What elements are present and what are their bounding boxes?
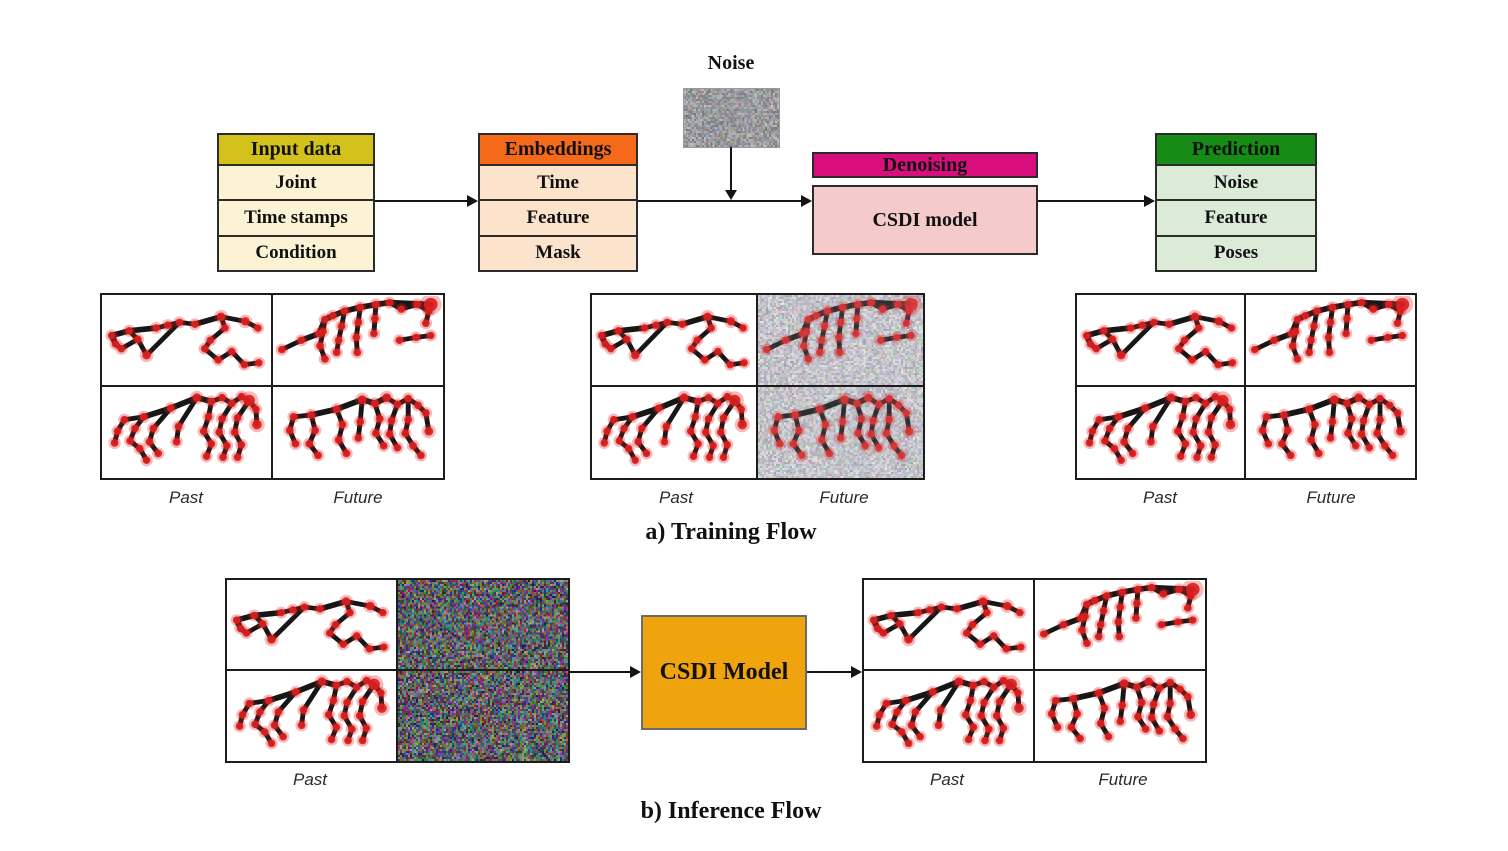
prediction-header: Prediction [1155, 133, 1317, 166]
input-data-header: Input data [217, 133, 375, 166]
skeleton-pose-image [1247, 388, 1414, 478]
pose-cell [273, 387, 444, 479]
inference-output-grid [862, 578, 1207, 763]
future-label: Future [278, 488, 438, 508]
arrow-input-to-embeddings [375, 200, 467, 202]
pose-cell [227, 671, 398, 762]
skeleton-pose-image [228, 581, 395, 668]
embeddings-row-mask: Mask [478, 237, 638, 272]
pose-cell [1035, 671, 1206, 762]
skeleton-pose-image [593, 388, 755, 478]
arrowhead-right-icon [630, 666, 641, 678]
pose-cell [227, 580, 398, 671]
input-row-joint: Joint [217, 166, 375, 201]
pose-cell [273, 295, 444, 387]
arrowhead-right-icon [801, 195, 812, 207]
skeleton-pose-image [865, 672, 1032, 761]
training-grid-left [100, 293, 445, 480]
arrow-model-to-output [807, 671, 851, 673]
pose-cell [1246, 387, 1415, 479]
pose-cell [864, 580, 1035, 671]
prediction-row-noise: Noise [1155, 166, 1317, 201]
prediction-row-feature: Feature [1155, 201, 1317, 236]
past-label: Past [230, 770, 390, 790]
skeleton-pose-image [103, 296, 270, 384]
pose-cell [102, 387, 273, 479]
skeleton-pose-image [274, 296, 443, 384]
skeleton-pose-image [759, 296, 923, 384]
past-label: Past [596, 488, 756, 508]
noise-image [684, 89, 779, 147]
pose-cell [592, 295, 758, 387]
skeleton-pose-image [759, 388, 923, 478]
noise-image [398, 580, 569, 669]
embeddings-box: Embeddings Time Feature Mask [478, 133, 638, 272]
skeleton-pose-image [1036, 672, 1205, 761]
skeleton-pose-image [1036, 581, 1205, 668]
pose-cell-noisy [758, 387, 924, 479]
arrow-denoising-to-prediction [1038, 200, 1144, 202]
input-data-box: Input data Joint Time stamps Condition [217, 133, 375, 272]
prediction-row-poses: Poses [1155, 237, 1317, 272]
denoising-header: Denoising [812, 152, 1038, 178]
past-label: Past [867, 770, 1027, 790]
pose-cell [864, 671, 1035, 762]
pose-cell-noisy [758, 295, 924, 387]
noise-cell [398, 671, 569, 762]
noise-image [398, 671, 569, 762]
pose-cell [592, 387, 758, 479]
skeleton-pose-image [865, 581, 1032, 668]
arrow-input-to-model [570, 671, 630, 673]
pose-cell [1077, 295, 1246, 387]
pose-cell [1035, 580, 1206, 671]
skeleton-pose-image [228, 672, 395, 761]
training-grid-right [1075, 293, 1417, 480]
skeleton-pose-image [593, 296, 755, 384]
future-label: Future [764, 488, 924, 508]
arrow-embeddings-to-denoising [638, 200, 801, 202]
skeleton-pose-image [274, 388, 443, 478]
noise-cell [398, 580, 569, 671]
skeleton-pose-image [1247, 296, 1414, 384]
input-row-timestamps: Time stamps [217, 201, 375, 236]
future-label: Future [1043, 770, 1203, 790]
noise-down-arrow [730, 147, 732, 190]
past-label: Past [1080, 488, 1240, 508]
inference-flow-caption: b) Inference Flow [571, 798, 891, 825]
noise-label: Noise [681, 52, 781, 75]
future-label: Future [1251, 488, 1411, 508]
csdi-model-box: CSDI model [812, 185, 1038, 255]
arrowhead-right-icon [851, 666, 862, 678]
skeleton-pose-image [1078, 296, 1243, 384]
training-flow-caption: a) Training Flow [571, 519, 891, 546]
pose-cell [1246, 295, 1415, 387]
pose-cell [102, 295, 273, 387]
skeleton-pose-image [1078, 388, 1243, 478]
embeddings-row-time: Time [478, 166, 638, 201]
embeddings-header: Embeddings [478, 133, 638, 166]
pose-cell [1077, 387, 1246, 479]
skeleton-pose-image [103, 388, 270, 478]
training-grid-middle [590, 293, 925, 480]
input-row-condition: Condition [217, 237, 375, 272]
past-label: Past [106, 488, 266, 508]
arrowhead-right-icon [1144, 195, 1155, 207]
arrowhead-right-icon [467, 195, 478, 207]
inference-csdi-model-box: CSDI Model [641, 615, 807, 730]
inference-input-grid [225, 578, 570, 763]
arrowhead-down-icon [725, 190, 737, 200]
embeddings-row-feature: Feature [478, 201, 638, 236]
noise-thumbnail [683, 88, 780, 148]
prediction-box: Prediction Noise Feature Poses [1155, 133, 1317, 272]
